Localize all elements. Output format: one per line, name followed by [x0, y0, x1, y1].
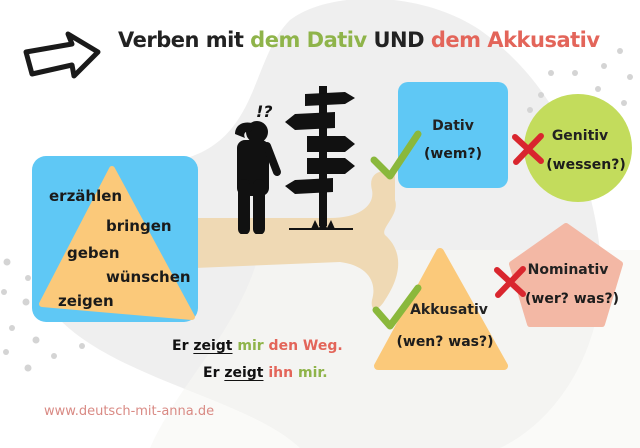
verb-item: geben [67, 244, 120, 262]
example-sentence-2: Er zeigt ihn mir. [203, 365, 328, 381]
verb-item: zeigen [58, 292, 114, 310]
checkmark-icon [370, 130, 422, 180]
genitiv-label: Genitiv [551, 128, 609, 144]
title-part: Verben mit [118, 28, 251, 52]
dativ-question: (wem?) [424, 146, 482, 162]
sentence-accusative-object: den Weg. [263, 338, 343, 354]
genitiv-question: (wessen?) [546, 157, 626, 173]
sentence-subject: Er [203, 365, 225, 381]
page-title: Verben mit dem Dativ UND dem Akkusativ [118, 28, 600, 52]
nominativ-question: (wer? was?) [525, 291, 619, 307]
nominativ-label: Nominativ [527, 262, 609, 278]
sentence-verb: zeigt [224, 365, 264, 381]
akkusativ-label: Akkusativ [410, 302, 488, 318]
genitiv-circle [524, 94, 632, 202]
sentence-subject: Er [172, 338, 194, 354]
verb-item: erzählen [49, 187, 123, 205]
arrow-right-icon [23, 31, 101, 79]
confused-person-icon [235, 86, 355, 234]
title-dativ: dem Dativ [250, 28, 367, 52]
sentence-dative-object: mir. [293, 365, 328, 381]
sentence-verb: zeigt [193, 338, 233, 354]
thought-marks: !? [256, 102, 273, 121]
sentence-dative-object: mir [232, 338, 264, 354]
cross-icon [494, 266, 526, 298]
verb-box [32, 156, 198, 322]
sentence-accusative-object: ihn [263, 365, 294, 381]
verb-item: wünschen [106, 268, 191, 286]
verb-item: bringen [106, 217, 172, 235]
dativ-label: Dativ [432, 118, 474, 134]
akkusativ-triangle [374, 248, 508, 370]
akkusativ-question: (wen? was?) [396, 334, 494, 350]
cross-icon [512, 133, 544, 165]
nominativ-pentagon [509, 223, 623, 327]
checkmark-icon [372, 284, 422, 330]
title-akkusativ: dem Akkusativ [430, 28, 600, 52]
title-und: UND [366, 28, 431, 52]
website-url: www.deutsch-mit-anna.de [44, 404, 215, 419]
example-sentence-1: Er zeigt mir den Weg. [172, 338, 343, 354]
